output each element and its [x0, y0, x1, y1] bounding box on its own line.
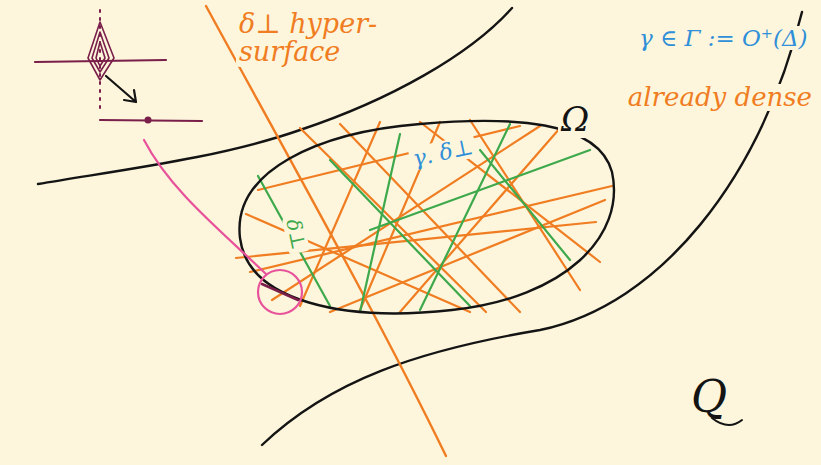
- upper-curve: [38, 8, 512, 184]
- hypersurface-line: [206, 6, 446, 456]
- zoom-segment: [262, 284, 298, 300]
- green-line: [330, 160, 470, 306]
- green-line: [360, 134, 400, 312]
- inset-dot: [145, 117, 152, 124]
- math-label: γ. δ⊥: [408, 134, 478, 171]
- math-label: Q: [688, 374, 730, 420]
- math-label: δ⊥ hyper- surface: [236, 10, 402, 67]
- zoom-circle: [258, 270, 302, 314]
- orange-lines: [236, 120, 612, 312]
- green-line: [258, 176, 330, 306]
- inset-diamond: [88, 22, 114, 80]
- green-lines: [258, 124, 590, 312]
- math-label: Ω: [558, 102, 592, 138]
- orange-line: [330, 200, 605, 312]
- inset-arrow: [106, 76, 136, 102]
- orange-line: [470, 120, 580, 290]
- math-label: γ ∈ Γ := O⁺(Δ): [636, 26, 811, 50]
- omega-region: [239, 121, 613, 313]
- zoom-leader: [144, 140, 266, 274]
- green-line: [370, 150, 590, 230]
- green-line: [480, 150, 570, 260]
- math-label: already dense: [625, 84, 815, 111]
- math-label: δ⊥: [282, 214, 310, 254]
- orange-line: [300, 128, 486, 312]
